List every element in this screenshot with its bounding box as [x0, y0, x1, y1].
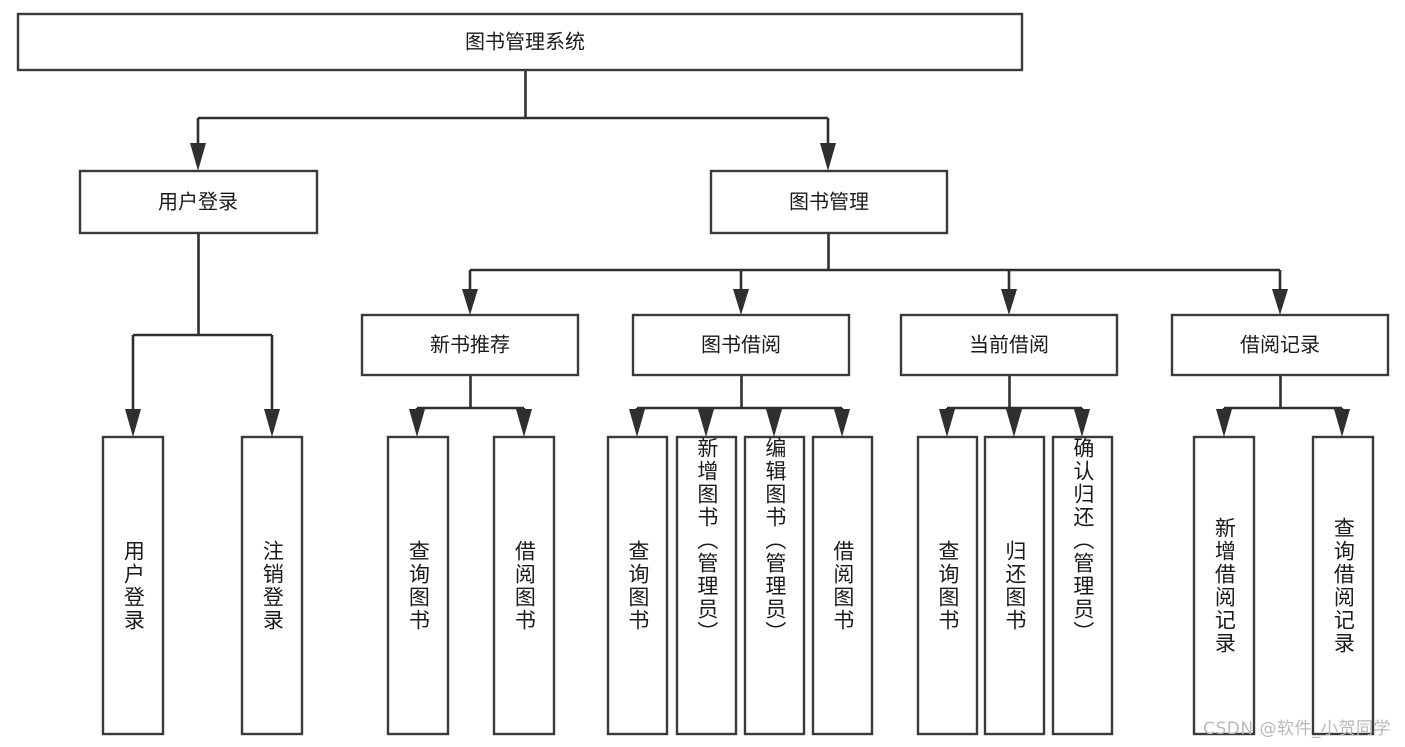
- arrow-head-bookmgmt: [820, 143, 836, 171]
- node-box-leaf-borrow-record-1[interactable]: [1192, 435, 1256, 736]
- arrow-head-bookborrow-l2: [698, 409, 714, 437]
- node-box-borrow-record[interactable]: [1170, 313, 1390, 377]
- node-box-leaf-user-login-1[interactable]: [101, 435, 165, 736]
- arrow-head-userlogin-leaf2: [264, 409, 280, 437]
- node-box-leaf-borrow-record-2[interactable]: [1311, 435, 1375, 736]
- node-box-book-borrow[interactable]: [631, 313, 851, 377]
- node-box-new-book-recommend[interactable]: [360, 313, 580, 377]
- arrow-head-currentborrow-l3: [1074, 409, 1090, 437]
- node-label-book-management: 图书管理: [789, 190, 869, 214]
- arrow-head-newbook-l1: [409, 409, 425, 437]
- arrow-head-newbook: [462, 289, 478, 315]
- node-label-user-login: 用户登录: [158, 190, 238, 214]
- arrow-head-bookborrow-l3: [766, 409, 782, 437]
- node-label-current-borrow: 当前借阅: [969, 333, 1049, 357]
- node-box-leaf-current-borrow-3[interactable]: [1051, 435, 1114, 736]
- arrow-head-borrowrecord-l2: [1334, 409, 1350, 437]
- node-box-leaf-book-borrow-1[interactable]: [606, 435, 669, 736]
- arrow-head-userlogin: [190, 143, 206, 171]
- node-box-leaf-user-login-2[interactable]: [240, 435, 304, 736]
- node-box-leaf-new-book-2[interactable]: [492, 435, 556, 736]
- node-box-leaf-current-borrow-1[interactable]: [916, 435, 979, 736]
- node-box-root[interactable]: [16, 12, 1024, 72]
- node-label-root: 图书管理系统: [465, 30, 585, 54]
- arrow-head-bookborrow-l1: [629, 409, 645, 437]
- node-label-book-borrow: 图书借阅: [701, 333, 781, 357]
- node-box-leaf-book-borrow-4[interactable]: [811, 435, 874, 736]
- node-box-leaf-book-borrow-2[interactable]: [675, 435, 738, 736]
- node-box-user-login[interactable]: [78, 169, 319, 235]
- arrow-head-bookborrow-l4: [834, 409, 850, 437]
- arrow-head-currentborrow: [1001, 289, 1017, 315]
- arrow-head-currentborrow-l1: [939, 409, 955, 437]
- node-label-borrow-record: 借阅记录: [1240, 333, 1320, 357]
- arrow-head-bookborrow: [733, 289, 749, 315]
- node-box-leaf-book-borrow-3[interactable]: [743, 435, 806, 736]
- node-layer: 图书管理系统 用户登录 图书管理 新书推荐 图书借阅 当前借阅 借阅记录: [16, 12, 1390, 736]
- node-label-new-book-recommend: 新书推荐: [430, 333, 510, 357]
- node-box-leaf-new-book-1[interactable]: [386, 435, 450, 736]
- arrow-head-currentborrow-l2: [1006, 409, 1022, 437]
- arrow-head-newbook-l2: [516, 409, 532, 437]
- arrow-head-borrowrecord-l1: [1216, 409, 1232, 437]
- connector-layer: [125, 70, 1350, 437]
- node-box-current-borrow[interactable]: [899, 313, 1119, 377]
- arrow-head-borrowrecord: [1272, 289, 1288, 315]
- watermark: CSDN @软件_小贺同学: [1203, 719, 1391, 739]
- arrow-head-userlogin-leaf1: [125, 409, 141, 437]
- node-box-leaf-current-borrow-2[interactable]: [983, 435, 1046, 736]
- node-box-book-management[interactable]: [709, 169, 949, 235]
